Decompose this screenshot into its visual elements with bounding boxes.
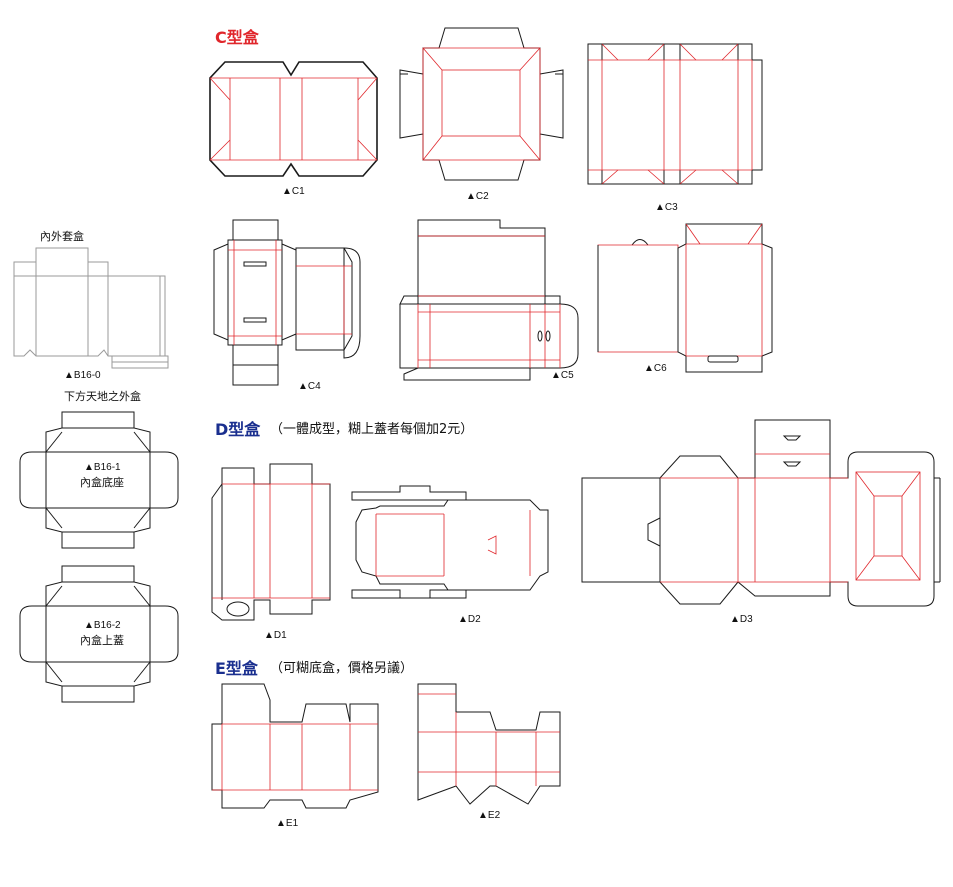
e-type-note: （可糊底盒，價格另議） bbox=[270, 661, 414, 676]
dieline-c1: ▲C1 bbox=[209, 61, 378, 197]
label-c3: ▲C3 bbox=[655, 202, 678, 213]
dieline-c4: ▲C4 bbox=[213, 219, 361, 392]
dieline-c2: ▲C2 bbox=[399, 27, 564, 202]
label-d3: ▲D3 bbox=[730, 614, 753, 625]
label-c6: ▲C6 bbox=[644, 363, 667, 374]
label-b16-0: ▲B16-0 bbox=[64, 370, 101, 381]
dieline-d3: ▲D3 bbox=[581, 419, 941, 625]
d-type-note: （一體成型，糊上蓋者每個加2元） bbox=[270, 422, 474, 437]
label-inner-outer-box: 內外套盒 bbox=[40, 229, 84, 243]
dieline-d1: ▲D1 bbox=[211, 463, 331, 641]
c-type-title: C型盒 bbox=[215, 28, 259, 47]
label-inner-box-lid: 內盒上蓋 bbox=[80, 633, 124, 647]
label-c4: ▲C4 bbox=[298, 381, 321, 392]
dieline-e1: ▲E1 bbox=[211, 683, 379, 829]
dieline-b16-2: ▲B16-2 內盒上蓋 bbox=[19, 565, 179, 703]
label-b16-2: ▲B16-2 bbox=[84, 620, 121, 631]
dieline-c3: ▲C3 bbox=[587, 43, 763, 213]
label-e1: ▲E1 bbox=[276, 818, 299, 829]
label-inner-box-base: 內盒底座 bbox=[80, 475, 124, 489]
dieline-d2: ▲D2 bbox=[351, 485, 549, 625]
dieline-e2: ▲E2 bbox=[417, 683, 561, 821]
d-type-title: D型盒 bbox=[215, 420, 261, 439]
label-e2: ▲E2 bbox=[478, 810, 501, 821]
label-d2: ▲D2 bbox=[458, 614, 481, 625]
label-c2: ▲C2 bbox=[466, 191, 489, 202]
label-c5: ▲C5 bbox=[551, 370, 574, 381]
dieline-c5: ▲C5 bbox=[399, 219, 579, 381]
dieline-c6: ▲C6 bbox=[597, 223, 773, 374]
dieline-b16-1: 下方天地之外盒 ▲B16-1 內盒底座 bbox=[19, 389, 179, 549]
e-type-title: E型盒 bbox=[215, 659, 258, 678]
dieline-b16-0: 內外套盒 ▲B16-0 bbox=[13, 229, 169, 381]
label-d1: ▲D1 bbox=[264, 630, 287, 641]
label-c1: ▲C1 bbox=[282, 186, 305, 197]
label-lid-base-outer-box: 下方天地之外盒 bbox=[64, 389, 141, 403]
label-b16-1: ▲B16-1 bbox=[84, 462, 121, 473]
